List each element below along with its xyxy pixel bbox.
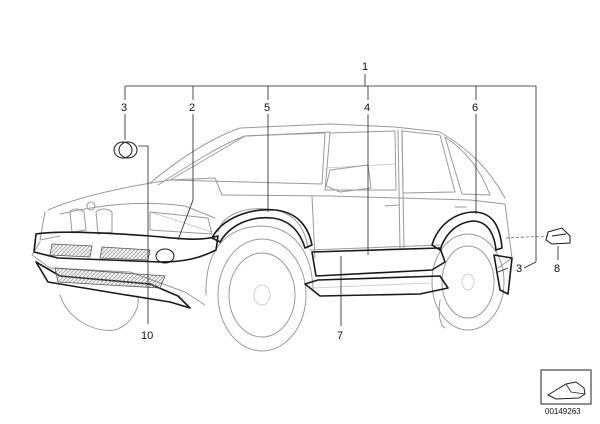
image-code: 00149263 [545, 407, 581, 416]
callout-numbers: 1 3 2 5 4 6 3 8 10 7 [121, 61, 560, 342]
callout-5: 5 [264, 102, 270, 114]
callout-4: 4 [364, 102, 370, 114]
callout-3-rear: 3 [516, 263, 522, 275]
rear-wheel-arch-flare [431, 211, 503, 251]
front-wheel-arch-flare [211, 208, 313, 249]
side-skirt-lower [304, 275, 449, 297]
callout-8: 8 [554, 263, 560, 275]
lower-grille-left [49, 243, 93, 258]
side-skirt [311, 247, 446, 277]
lower-grille-center [54, 267, 166, 289]
callout-6: 6 [472, 102, 478, 114]
catalog-corner-box: 00149263 [540, 369, 592, 416]
callout-3-top: 3 [121, 102, 127, 114]
front-apron [33, 231, 219, 263]
callout-10: 10 [141, 330, 153, 342]
rear-bumper-corner [493, 254, 513, 295]
emblem-ring [113, 141, 138, 159]
car-silhouette-icon [546, 381, 586, 400]
lower-grille-right [99, 246, 151, 261]
vehicle-outline [31, 123, 513, 352]
callout-7: 7 [337, 330, 343, 342]
fog-lamp [155, 248, 175, 264]
aero-body-kit-parts [33, 141, 571, 309]
callout-1: 1 [362, 61, 368, 73]
cover-cap [545, 227, 571, 245]
callout-2: 2 [189, 102, 195, 114]
leader-lines [124, 74, 559, 326]
